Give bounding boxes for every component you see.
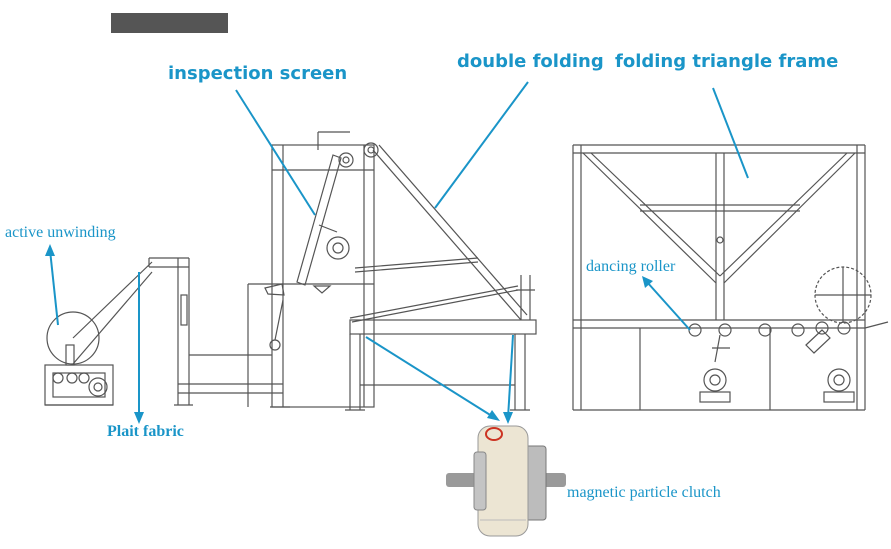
inspection-frame bbox=[189, 131, 379, 408]
folding-triangle-frame-label: folding triangle frame bbox=[615, 51, 839, 72]
callout-arrowheads bbox=[45, 244, 653, 424]
double-folding-arm bbox=[349, 144, 535, 323]
dancing-roller-group bbox=[688, 266, 889, 403]
redacted-logo-block bbox=[111, 13, 228, 33]
lower-base bbox=[270, 319, 537, 411]
unwinding-unit bbox=[44, 261, 153, 406]
left-column bbox=[148, 257, 283, 406]
inspection-screen-label: inspection screen bbox=[168, 63, 348, 84]
double-folding-label: double folding bbox=[457, 51, 604, 72]
active-unwinding-label: active unwinding bbox=[5, 224, 116, 241]
magnetic-particle-clutch-label: magnetic particle clutch bbox=[567, 484, 721, 501]
dancing-roller-label: dancing roller bbox=[586, 258, 676, 275]
plait-fabric-label: Plait fabric bbox=[107, 423, 184, 440]
magnetic-clutch-image bbox=[446, 425, 566, 537]
callout-lines bbox=[49, 81, 749, 419]
triangle-frame bbox=[572, 144, 866, 411]
